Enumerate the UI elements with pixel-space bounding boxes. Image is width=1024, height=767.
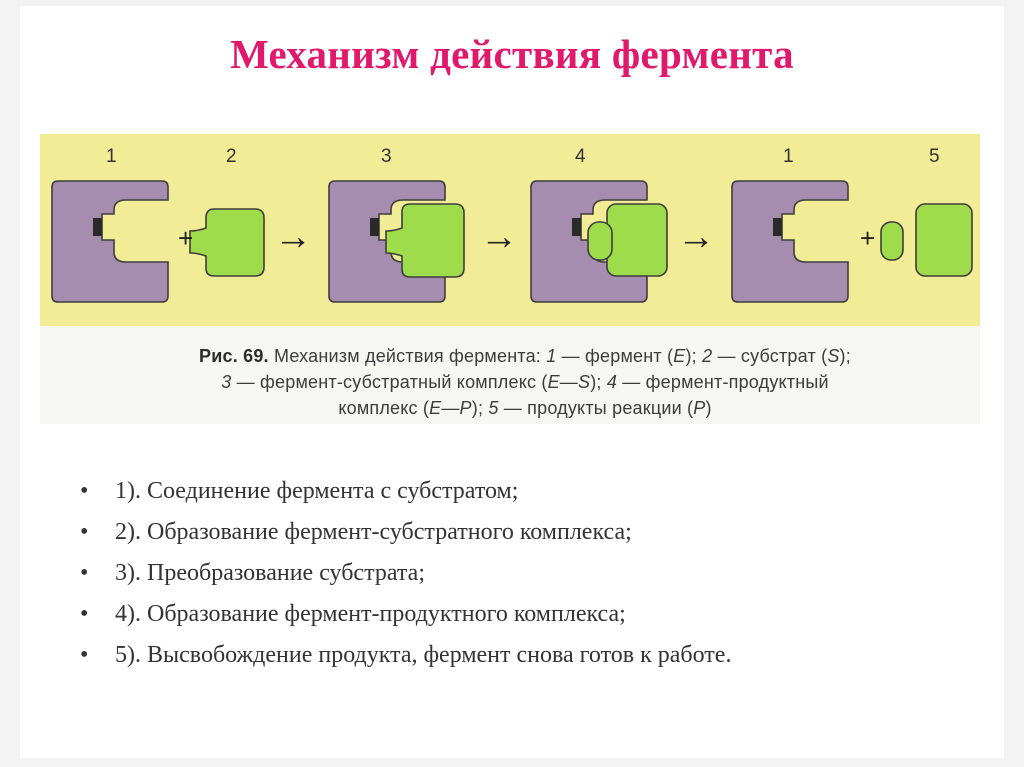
enzyme-active-site [572, 218, 581, 236]
enzyme-active-site [93, 218, 102, 236]
reaction-arrow: → [274, 216, 312, 258]
figure-caption: Рис. 69. Механизм действия фермента: 1 —… [95, 343, 955, 421]
enzyme-shape [52, 181, 168, 302]
list-item: • 5). Высвобождение продукта, фермент сно… [80, 642, 731, 683]
step-text: 5). Высвобождение продукта, фермент снов… [115, 642, 731, 668]
list-item: • 3). Преобразование субстрата; [80, 560, 731, 601]
bullet: • [80, 642, 88, 669]
product-bound-large [607, 204, 667, 276]
bullet: • [80, 601, 88, 628]
step-text: 3). Преобразование субстрата; [115, 560, 425, 586]
list-item: • 1). Соединение фермента с субстратом; [80, 478, 731, 519]
caption-line: Рис. 69. Механизм действия фермента: 1 —… [95, 343, 955, 369]
bullet: • [80, 519, 88, 546]
product-small [881, 222, 903, 260]
product-large [916, 204, 972, 276]
product-bound-small [588, 222, 612, 260]
list-item: • 2). Образование фермент-субстратного ко… [80, 519, 731, 560]
page-title: Механизм действия фермента [0, 30, 1024, 78]
step-text: 4). Образование фермент-продуктного комп… [115, 601, 626, 627]
list-item: • 4). Образование фермент-продуктного ком… [80, 601, 731, 642]
enzyme-shape [732, 181, 848, 302]
substrate-shape [190, 209, 264, 276]
reaction-arrow: → [480, 216, 518, 258]
plus-sign: + [178, 223, 193, 253]
caption-line: комплекс (E—P); 5 — продукты реакции (P) [95, 395, 955, 421]
enzyme-figure: 1 2 3 4 1 5 + [40, 134, 980, 424]
enzyme-mechanism-diagram: + → → → + [40, 134, 980, 326]
plus-sign: + [860, 223, 875, 253]
steps-list: • 1). Соединение фермента с субстратом; •… [80, 478, 731, 683]
reaction-arrow: → [677, 216, 715, 258]
caption-line: 3 — фермент-субстратный комплекс (E—S); … [95, 369, 955, 395]
bullet: • [80, 560, 88, 587]
enzyme-active-site [773, 218, 782, 236]
enzyme-active-site [370, 218, 379, 236]
bullet: • [80, 478, 88, 505]
step-text: 1). Соединение фермента с субстратом; [115, 478, 518, 504]
step-text: 2). Образование фермент-субстратного ком… [115, 519, 632, 545]
